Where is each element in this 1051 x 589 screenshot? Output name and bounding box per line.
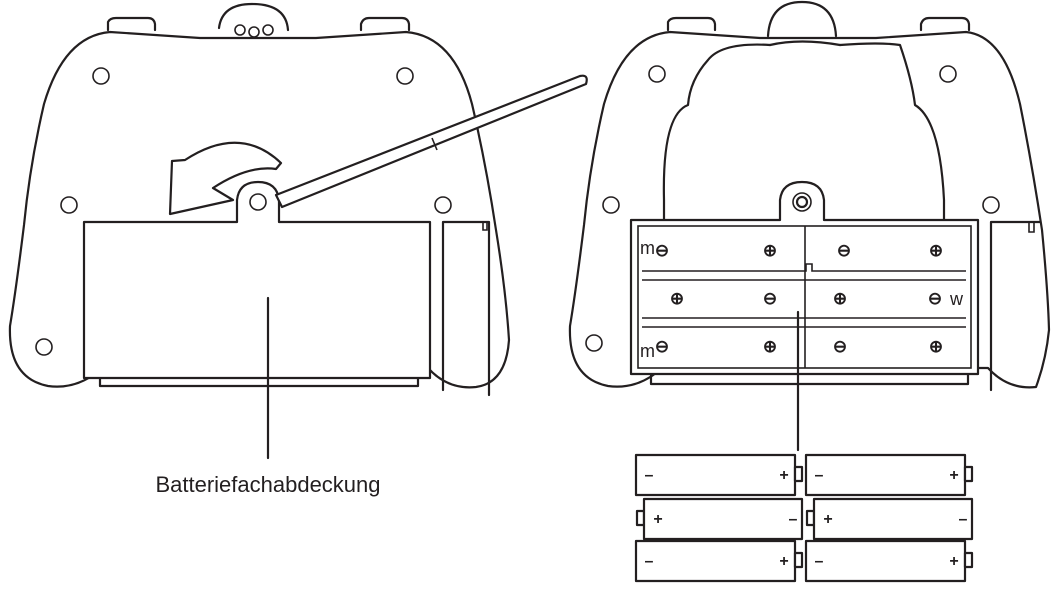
battery — [804, 453, 967, 497]
polarity-symbol: ⊖ — [655, 241, 669, 260]
polarity-symbol: ⊕ — [929, 241, 943, 260]
screw-hole — [982, 196, 1000, 214]
inner-grip-contour — [662, 42, 946, 224]
screw-hole — [92, 67, 110, 85]
rotation-arrow — [168, 141, 283, 216]
inner-grip-contour-top — [768, 40, 842, 47]
battery-minus-sign: – — [645, 467, 654, 484]
polarity-symbol: ⊖ — [833, 337, 847, 356]
right-shoulder-button — [919, 16, 971, 32]
controller-back-closed: Batteriefachabdeckung — [8, 2, 588, 497]
polarity-symbol: ⊖ — [763, 289, 777, 308]
left-shoulder-button — [106, 16, 157, 32]
battery-compartment-cover — [82, 180, 432, 380]
battery — [642, 497, 804, 541]
battery-plus-sign: + — [779, 467, 788, 484]
cover-screw-hole — [249, 193, 267, 211]
side-grip-slot — [989, 220, 1042, 392]
screw-hole — [396, 67, 414, 85]
battery-minus-sign: – — [815, 467, 824, 484]
polarity-symbol: ⊕ — [763, 241, 777, 260]
screw-hole — [60, 196, 78, 214]
controller-back-open: m m w ⊖ ⊕ ⊖ ⊕ ⊕ ⊖ ⊕ ⊖ ⊖ ⊕ ⊖ ⊕ — [568, 0, 1051, 452]
battery — [812, 497, 974, 541]
battery-plus-sign: + — [779, 553, 788, 570]
battery-set: – + – + + – + – – + – + — [634, 453, 974, 583]
screw-hole — [434, 196, 452, 214]
screw-hole — [35, 338, 53, 356]
polarity-symbol: ⊕ — [929, 337, 943, 356]
battery-terminal — [793, 551, 804, 569]
screwdriver — [274, 74, 588, 209]
screw-hole — [648, 65, 666, 83]
polarity-symbol: ⊕ — [833, 289, 847, 308]
left-shoulder-button — [666, 16, 717, 32]
battery — [634, 539, 797, 583]
compartment-screw — [792, 192, 812, 212]
polarity-symbol: ⊕ — [763, 337, 777, 356]
right-shoulder-button — [359, 16, 411, 32]
polarity-symbol: ⊖ — [928, 289, 942, 308]
battery-plus-sign: + — [949, 467, 958, 484]
side-grip-notch — [1028, 222, 1035, 233]
side-grip-slot — [441, 220, 491, 397]
battery-plus-sign: + — [653, 511, 662, 528]
top-center-knob — [766, 0, 838, 38]
screw-hole — [939, 65, 957, 83]
battery-plus-sign: + — [823, 511, 832, 528]
battery-cover-label: Batteriefachabdeckung — [155, 472, 380, 497]
battery-minus-sign: – — [815, 553, 824, 570]
compartment-base-lip — [649, 370, 970, 386]
slot-divider — [642, 263, 966, 272]
top-center-knob — [217, 2, 290, 32]
spring-contact-icon: m — [640, 238, 655, 258]
top-center-knob-grip — [234, 24, 274, 38]
polarity-symbol: ⊖ — [837, 241, 851, 260]
polarity-symbol: ⊕ — [670, 289, 684, 308]
polarity-symbol: ⊖ — [655, 337, 669, 356]
screw-hole — [602, 196, 620, 214]
battery-terminal — [963, 551, 974, 569]
battery-minus-sign: – — [789, 511, 798, 528]
spring-contact-icon: w — [949, 289, 964, 309]
battery-minus-sign: – — [645, 553, 654, 570]
screw-hole — [585, 334, 603, 352]
battery — [634, 453, 797, 497]
battery-terminal — [963, 465, 974, 483]
battery-terminal — [793, 465, 804, 483]
compartment-screw-head — [795, 195, 809, 209]
battery-plus-sign: + — [949, 553, 958, 570]
battery-minus-sign: – — [959, 511, 968, 528]
spring-contact-icon: m — [640, 341, 655, 361]
side-grip-notch — [482, 222, 488, 231]
battery — [804, 539, 967, 583]
